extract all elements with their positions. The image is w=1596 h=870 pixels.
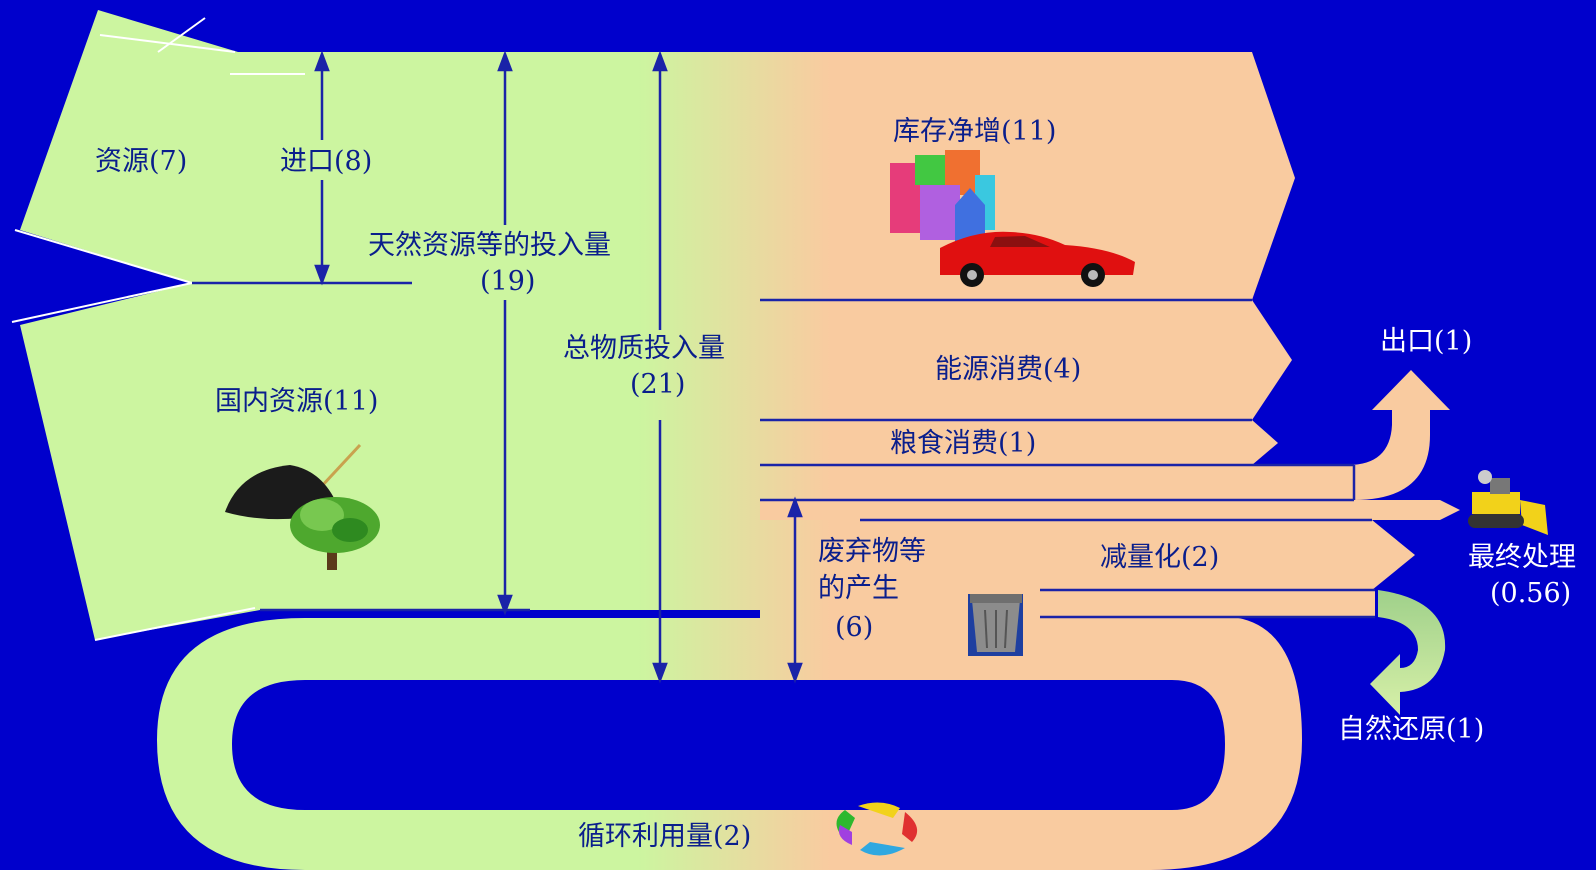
natural-input-value: (19)	[480, 266, 535, 297]
recycle-arrows-icon	[836, 802, 918, 856]
natural-return-label: 自然还原(1)	[1338, 714, 1484, 745]
final-disposal-value: (0.56)	[1490, 578, 1571, 609]
food-label: 粮食消费(1)	[890, 428, 1036, 459]
final-disposal-label: 最终处理	[1468, 542, 1576, 573]
red-car-icon	[940, 231, 1135, 287]
resources-label: 资源(7)	[95, 146, 187, 177]
bulldozer-icon	[1468, 470, 1548, 535]
recycling-label: 循环利用量(2)	[578, 821, 751, 852]
natural-input-label: 天然资源等的投入量	[368, 230, 611, 261]
food-band	[760, 420, 1278, 465]
soil-tree-icon	[225, 443, 380, 570]
recycle-loop	[157, 590, 1375, 870]
total-input-label: 总物质投入量	[563, 333, 725, 364]
city-buildings-icon	[890, 150, 995, 250]
domestic-label: 国内资源(11)	[215, 386, 378, 417]
total-input-value: (21)	[630, 369, 685, 400]
export-arrow	[1348, 370, 1450, 500]
measure-arrows	[314, 50, 803, 684]
trash-can-icon	[968, 594, 1023, 656]
export-band	[760, 465, 1354, 500]
waste-value: (6)	[835, 612, 873, 643]
reduction-label: 减量化(2)	[1100, 542, 1219, 573]
division-lines	[192, 281, 1375, 619]
final-disposal-arrow	[760, 500, 1460, 520]
edge-lines	[11, 17, 305, 641]
reduction-band	[760, 520, 1415, 590]
imports-label: 进口(8)	[280, 146, 372, 177]
stock-increase-label: 库存净增(11)	[893, 116, 1056, 147]
energy-label: 能源消费(4)	[935, 354, 1081, 385]
flow-bands	[20, 10, 1460, 870]
waste-label-line1: 废弃物等	[818, 536, 926, 567]
natural-return-arrow	[1370, 590, 1446, 715]
waste-label-line2: 的产生	[818, 573, 899, 604]
export-label: 出口(1)	[1380, 326, 1472, 357]
